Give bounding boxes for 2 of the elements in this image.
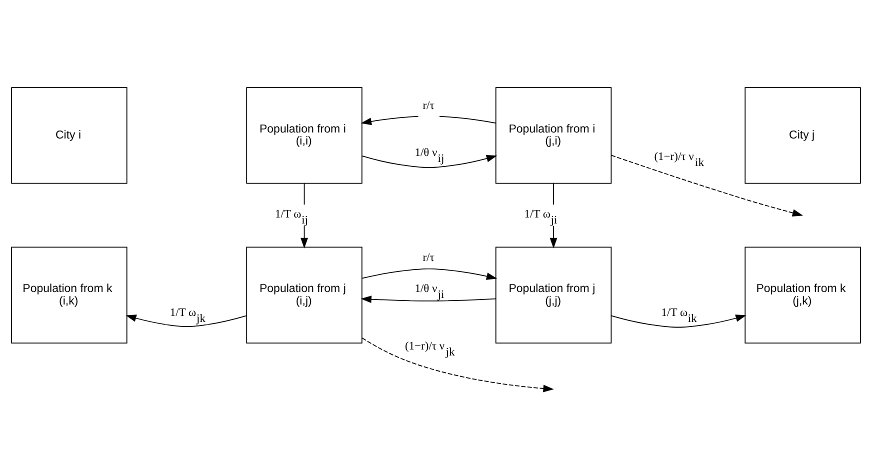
edge-label: r/τ [422,100,434,112]
edge-label: r/τ [422,251,434,264]
